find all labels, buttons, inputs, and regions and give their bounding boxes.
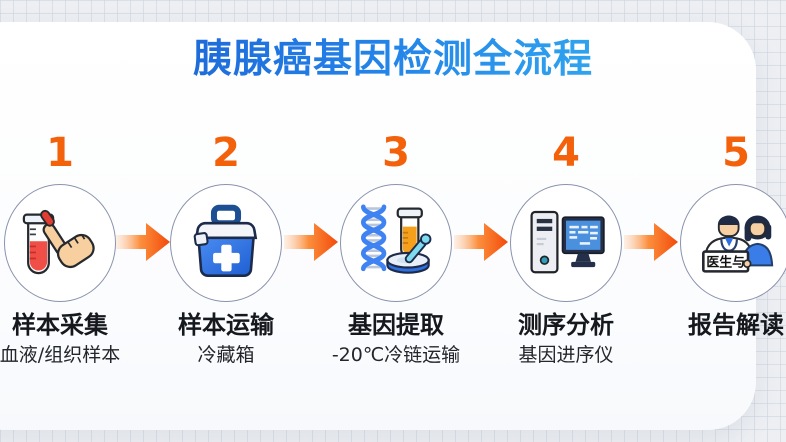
step-number: 4	[552, 130, 580, 176]
doctor-patient-icon: 医生与	[702, 215, 774, 273]
step-label: 报告解读	[688, 311, 784, 339]
step-number: 3	[382, 130, 410, 176]
step-circle	[170, 184, 282, 302]
flow-arrow-icon	[454, 223, 508, 261]
flow-arrow-icon	[116, 223, 170, 261]
step-sample-collection: 1	[0, 130, 145, 367]
sign-text: 医生与	[706, 255, 745, 271]
step-circle	[510, 184, 622, 302]
cooler-box-icon	[193, 204, 258, 277]
step-subtitle: 冷藏箱	[197, 344, 255, 366]
step-sequencing-analysis: 4 测序分析 基因进序仪	[481, 130, 651, 367]
page-title: 胰腺癌基因检测全流程	[0, 30, 786, 90]
step-circle	[4, 184, 116, 302]
flow-arrow-icon	[624, 223, 678, 261]
step-number: 2	[212, 130, 240, 176]
flow-arrow-icon	[284, 223, 338, 261]
step-label: 样本采集	[12, 311, 108, 339]
step-label: 基因提取	[348, 311, 444, 339]
step-circle: 医生与	[680, 184, 786, 302]
step-number: 5	[722, 130, 750, 176]
step-label: 样本运输	[178, 311, 274, 339]
step-circle	[340, 184, 452, 302]
step-sample-transport: 2 样本运输 冷藏箱	[141, 130, 311, 367]
step-report-interpretation: 5 医生与 报告解读	[651, 130, 786, 344]
step-label: 测序分析	[518, 311, 614, 339]
dna-extraction-icon	[360, 204, 432, 274]
step-subtitle: -20℃冷链运输	[331, 344, 461, 366]
blood-sample-icon	[22, 209, 95, 275]
step-subtitle: 血液/组织样本	[0, 344, 121, 366]
step-gene-extraction: 3	[311, 130, 481, 367]
step-number: 1	[46, 130, 74, 176]
sequencer-computer-icon	[530, 210, 605, 274]
step-subtitle: 基因进序仪	[518, 344, 614, 366]
